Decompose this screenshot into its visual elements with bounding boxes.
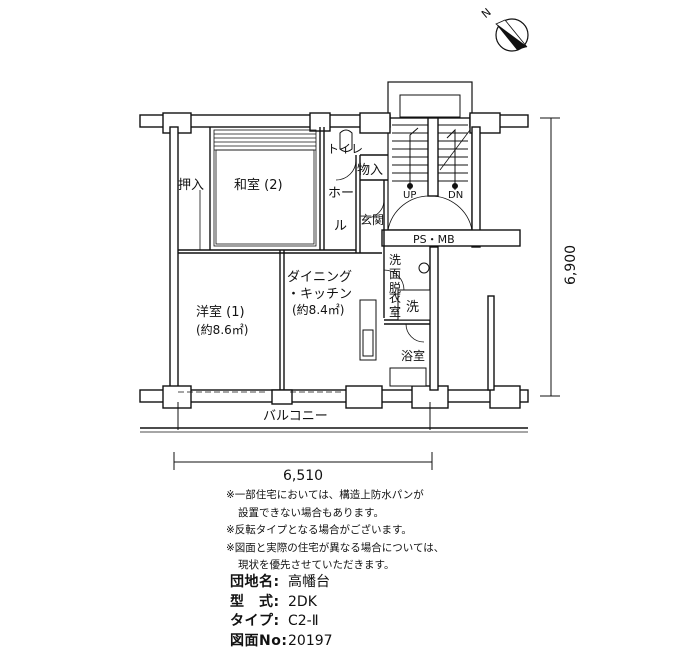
note-line: 現状を優先させていただきます。 [226, 557, 444, 575]
label-senmen-2: 面 [389, 267, 401, 281]
dimension-depth: 6,900 [563, 245, 579, 285]
info-key: 団地名: [230, 573, 288, 593]
property-info: 団地名:高幡台 型 式:2DK タイプ:C2-Ⅱ 図面No:20197 [230, 573, 333, 651]
label-dining-2: ・キッチン [287, 287, 352, 302]
label-monoire: 物入 [357, 163, 383, 178]
label-yoshitsu-2: (約8.6㎡) [196, 322, 248, 337]
info-row-subtype: タイプ:C2-Ⅱ [230, 612, 333, 632]
stair-well [388, 82, 472, 230]
info-row-danchi: 団地名:高幡台 [230, 573, 333, 593]
info-value: C2-Ⅱ [288, 613, 319, 629]
note-line: ※反転タイプとなる場合がございます。 [226, 522, 444, 540]
label-oshiire: 押入 [178, 178, 204, 193]
info-value: 高幡台 [288, 574, 330, 590]
label-hall-1: ホー [328, 186, 354, 201]
north-compass: N [479, 6, 528, 51]
info-row-drawing-no: 図面No:20197 [230, 632, 333, 651]
info-value: 2DK [288, 594, 317, 610]
label-washer: 洗 [406, 300, 419, 315]
label-senmen-4: 衣 [389, 290, 401, 305]
fixtures [340, 130, 430, 386]
label-balcony: バルコニー [263, 409, 328, 424]
info-key: タイプ: [230, 612, 288, 632]
washbasin-icon [419, 263, 429, 273]
notes: ※一部住宅においては、構造上防水パンが 設置できない場合もあります。 ※反転タイ… [226, 487, 444, 575]
label-stairs-up: UP [403, 190, 416, 201]
label-senmen-1: 洗 [389, 253, 401, 267]
compass-label: N [479, 6, 494, 21]
balcony-railing [140, 402, 528, 432]
label-yoshitsu-1: 洋室 (1) [196, 304, 245, 320]
dimension-width: 6,510 [283, 468, 323, 484]
label-washitsu: 和室 (2) [234, 177, 283, 193]
label-hall-2: ル [334, 219, 347, 234]
info-key: 図面No: [230, 632, 288, 651]
note-line: 設置できない場合もあります。 [226, 505, 444, 523]
info-key: 型 式: [230, 593, 288, 613]
label-senmen-5: 室 [389, 304, 401, 319]
info-row-type: 型 式:2DK [230, 593, 333, 613]
note-line: ※図面と実際の住宅が異なる場合については、 [226, 540, 444, 558]
label-dining-1: ダイニング [287, 270, 352, 285]
label-toilet: トイレ [327, 142, 363, 156]
label-stairs-dn: DN [448, 190, 463, 201]
note-line: ※一部住宅においては、構造上防水パンが [226, 487, 444, 505]
label-dining-3: (約8.4㎡) [292, 302, 344, 317]
walls [140, 113, 528, 408]
label-ps-mb: PS・MB [413, 233, 455, 246]
label-genkan: 玄関 [360, 212, 384, 227]
info-value: 20197 [288, 633, 333, 649]
label-yokushitsu: 浴室 [401, 348, 425, 363]
